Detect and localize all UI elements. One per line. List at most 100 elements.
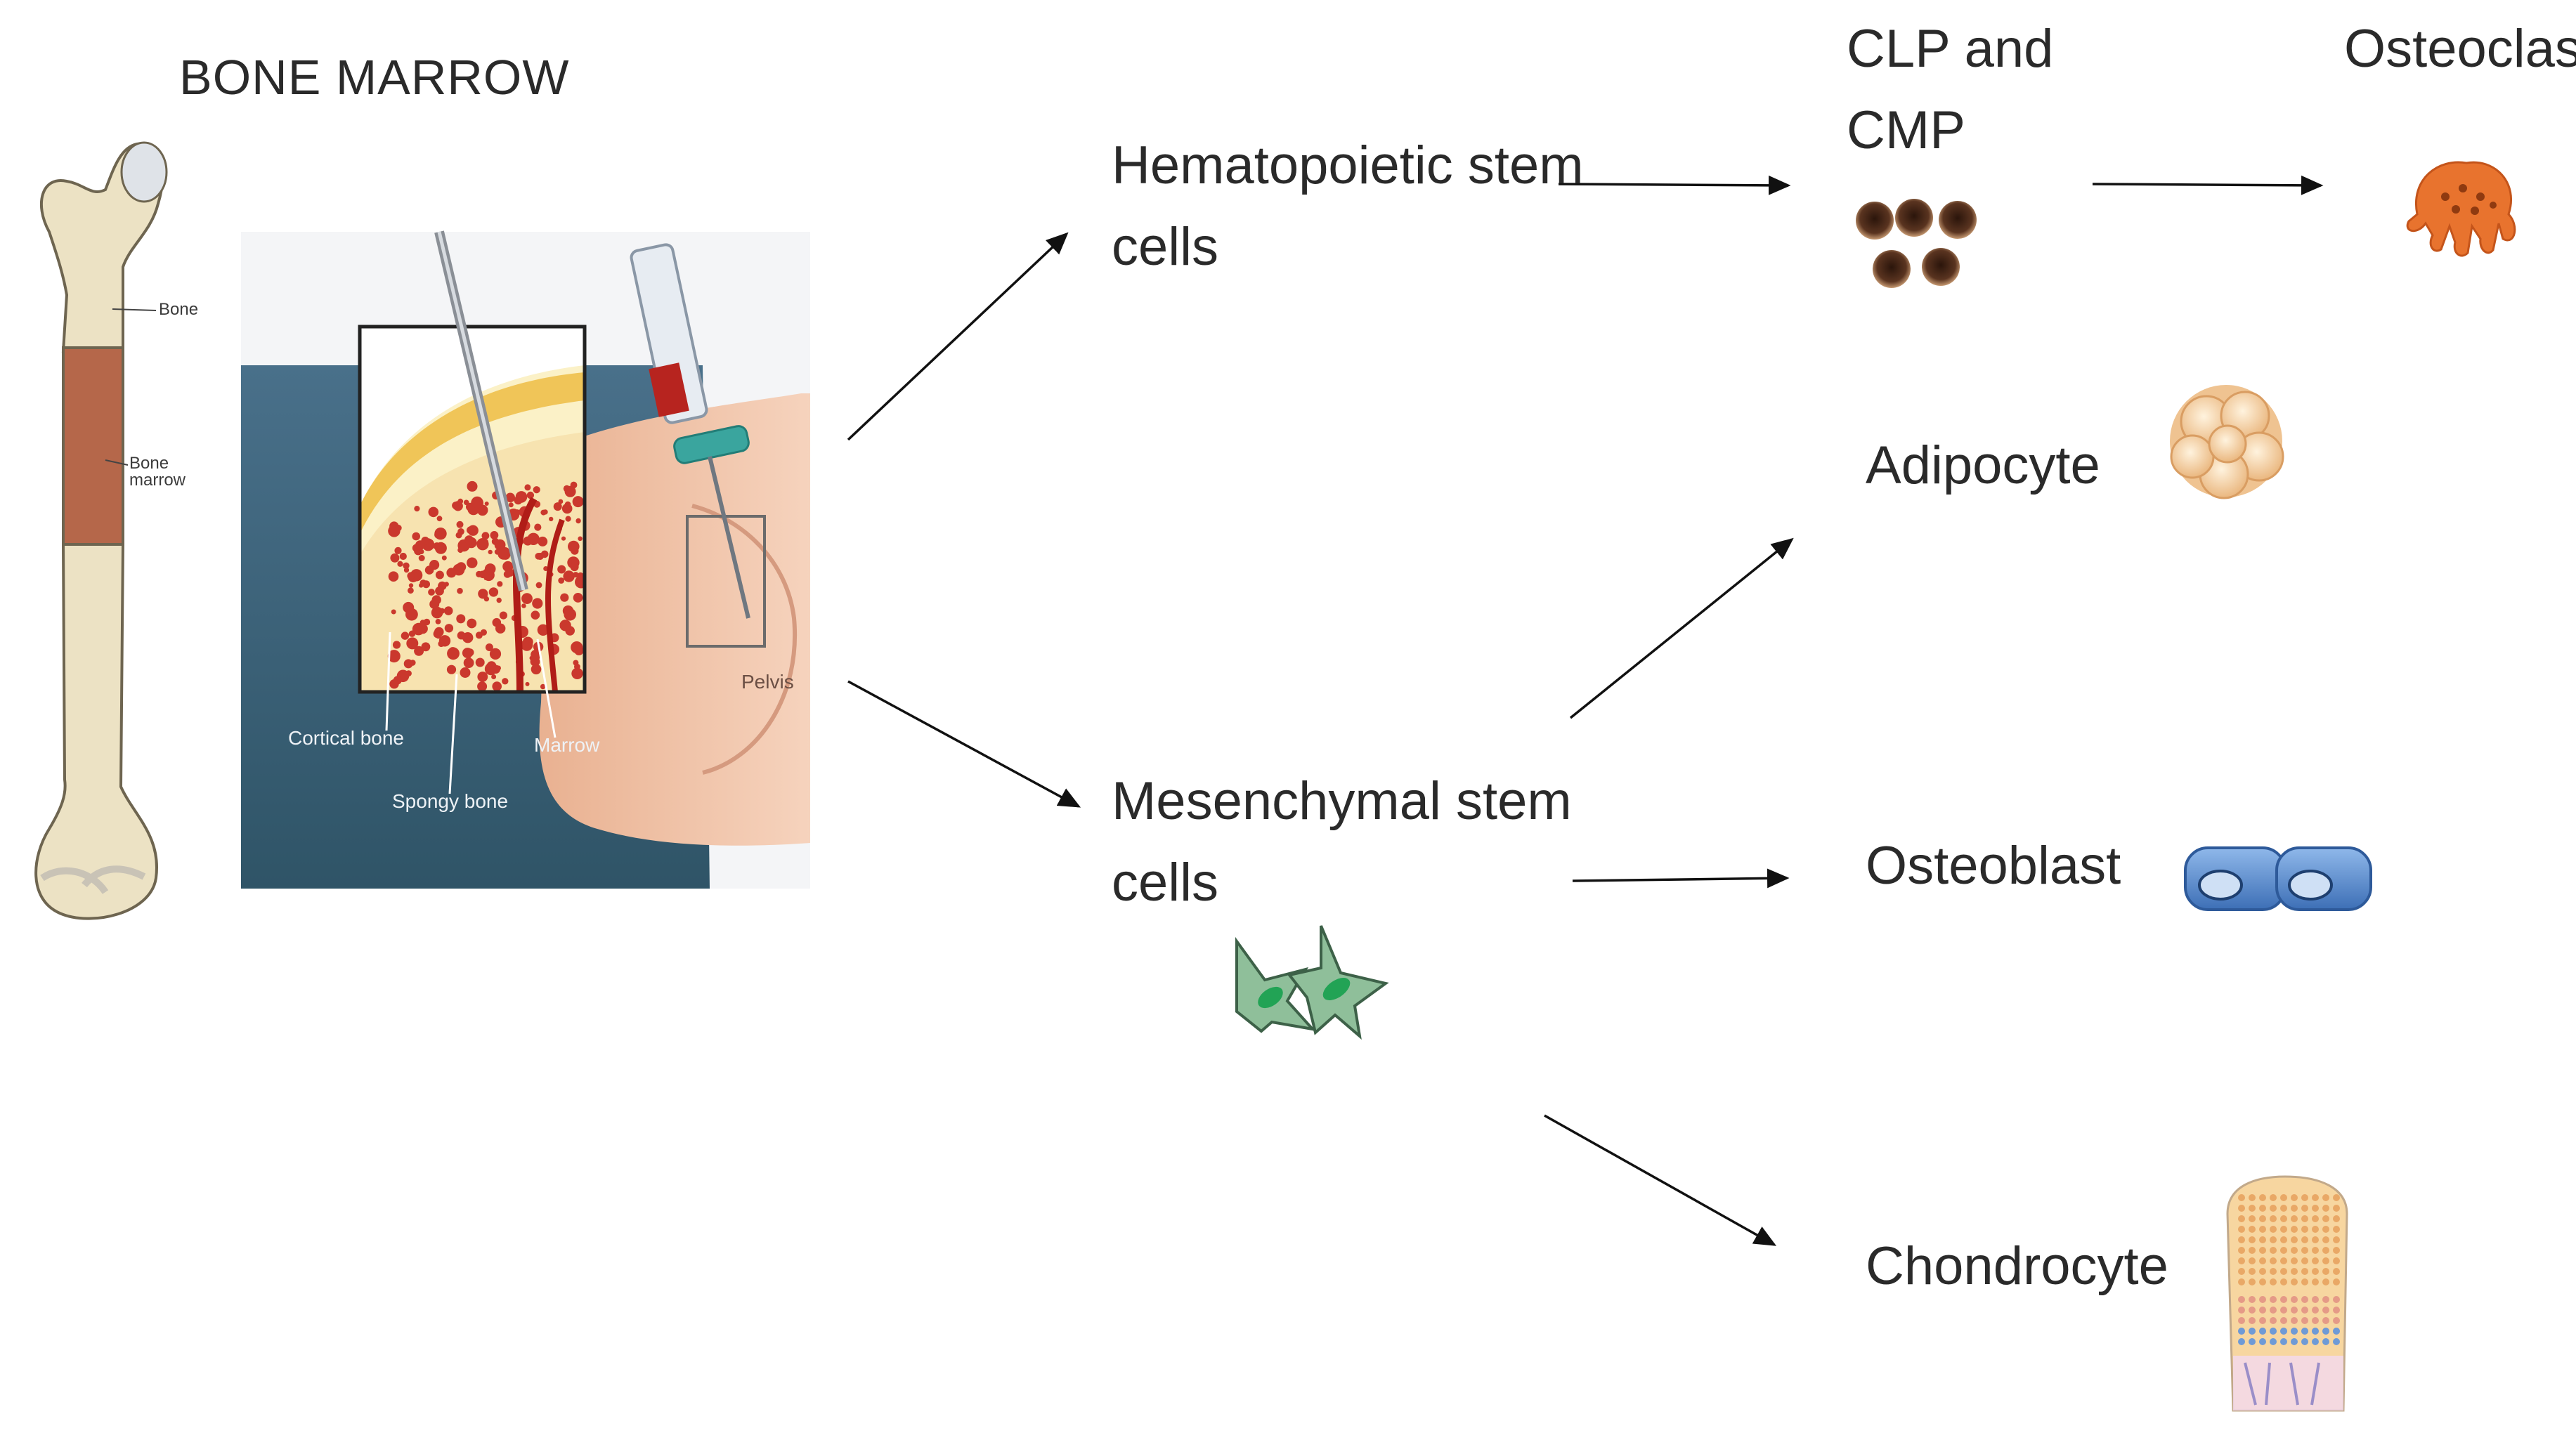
marrow-speckle [571,641,583,654]
marrow-speckle [497,581,503,587]
marrow-speckle [435,619,441,624]
marrow-speckle [456,614,466,624]
marrow-speckle [483,539,488,544]
marrow-speckle [571,667,583,679]
marrow-speckle [387,650,401,663]
chondrocyte-cell [2259,1226,2266,1233]
marrow-speckle [399,552,407,561]
chondrocyte-cell [2333,1328,2340,1335]
arrows [847,175,2324,1246]
chondrocyte-cell [2333,1338,2340,1345]
chondrocyte-cell [2291,1226,2298,1233]
marrow-speckle [475,657,485,667]
chondrocyte-cell [2312,1317,2319,1324]
arrow-to-msc [847,680,1081,808]
chondrocyte-cell [2259,1307,2266,1314]
osteoblast-icon [2184,846,2372,911]
marrow-speckle [477,672,488,682]
chondrocyte-cell [2259,1247,2266,1254]
marrow-speckle [464,535,474,545]
cortical-bone-label: Cortical bone [288,727,404,749]
marrow-speckle [444,624,454,633]
marrow-speckle [488,587,499,597]
chondrocyte-cell [2312,1205,2319,1212]
chondrocyte-cell [2312,1268,2319,1275]
marrow-speckle [533,486,540,494]
chondrocyte-cell [2291,1307,2298,1314]
marrow-speckle [575,575,585,589]
hsc-label-line1: Hematopoietic stem [1112,136,1584,195]
marrow-speckle [498,541,505,547]
marrow-speckle [405,670,412,676]
chondrocyte-cell [2333,1268,2340,1275]
chondrocyte-cell [2270,1307,2277,1314]
chondrocyte-cell [2291,1268,2298,1275]
chondrocyte-cell [2238,1205,2245,1212]
arrow-msc-to-chondrocyte [1544,1114,1777,1246]
marrow-speckle [553,502,562,511]
marrow-speckle [456,562,467,572]
pelvis-label: Pelvis [741,671,794,693]
chondrocyte-cell [2291,1296,2298,1303]
marrow-speckle [559,620,571,631]
osteoclast-icon [2406,161,2516,257]
chondrocyte-cell [2322,1257,2329,1264]
marrow-speckle [568,540,580,553]
marrow-speckle [412,622,425,636]
marrow-speckle [414,646,424,656]
chondrocyte-cell [2259,1338,2266,1345]
marrow-speckle [484,502,489,506]
chondrocyte-cell [2270,1236,2277,1243]
marrow-speckle [391,609,396,615]
chondrocyte-cell [2301,1205,2308,1212]
spongy-bone-label: Spongy bone [392,790,509,812]
marrow-speckle [436,516,443,522]
marrow-speckle [573,572,579,578]
marrow-speckle [549,516,554,522]
osteoblast-label: Osteoblast [1866,836,2121,896]
marrow-speckle [467,525,479,536]
chondrocyte-cell [2238,1215,2245,1222]
marrow-speckle [466,648,474,657]
arrow-msc-to-adipocyte [1569,537,1794,719]
chondrocyte-cell [2312,1296,2319,1303]
chondrocyte-cell [2312,1247,2319,1254]
marrow-speckle [423,618,431,626]
chondrocyte-cell [2249,1328,2256,1335]
chondrocyte-cell [2238,1226,2245,1233]
chondrocyte-cell [2312,1338,2319,1345]
marrow-speckle [438,581,447,591]
marrow-speckle [521,593,533,604]
chondrocyte-cell [2249,1194,2256,1201]
marrow-speckle [414,506,420,512]
chondrocyte-cell [2280,1328,2287,1335]
marrow-speckle [499,611,508,620]
marrow-speckle [428,506,439,518]
chondrocyte-cell [2280,1236,2287,1243]
chondrocyte-cell [2301,1257,2308,1264]
marrow-speckle [428,589,435,596]
chondrocyte-cell [2301,1317,2308,1324]
marrow-label-leader [105,459,129,466]
marrow-speckle [456,521,464,528]
chondrocyte-cell [2301,1236,2308,1243]
marrow-speckle [463,657,474,668]
marrow-speckle [422,580,430,589]
chondrocyte-cell [2322,1328,2329,1335]
chondrocyte-cell [2238,1236,2245,1243]
marrow-speckle [403,562,410,569]
marrow-speckle [471,496,483,509]
marrow-speckle [394,643,399,648]
marrow-speckle [394,546,402,555]
marrow-speckle [502,678,509,685]
marrow-speckle [505,492,515,503]
chondrocyte-cell [2322,1236,2329,1243]
chondrocyte-cell [2333,1296,2340,1303]
marrow-speckle [460,667,471,678]
marrow-speckle [564,608,576,621]
chondrocyte-cell [2291,1236,2298,1243]
marrow-speckle [558,577,565,584]
marrow-speckle [406,637,419,650]
chondrocyte-cell [2249,1317,2256,1324]
